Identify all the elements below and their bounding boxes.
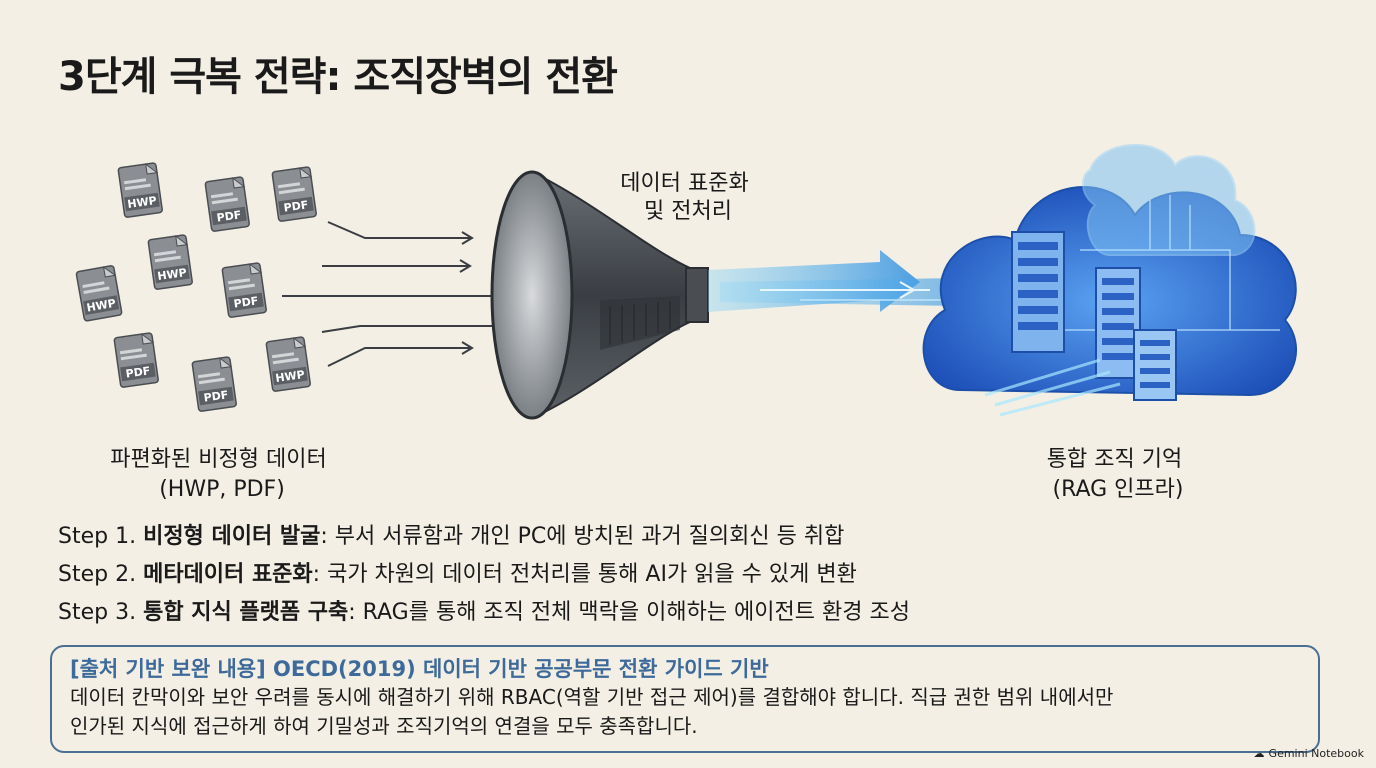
data-flow-arrows <box>708 250 1010 318</box>
document-type-label: HWP <box>86 297 117 315</box>
gemini-logo-icon: ☁ <box>1253 747 1265 760</box>
page-title: 3단계 극복 전략: 조직장벽의 전환 <box>58 54 618 100</box>
document-type-label: PDF <box>203 388 229 404</box>
document-icon: PDF <box>204 176 250 232</box>
document-icon: PDF <box>271 166 317 222</box>
source-note-box: [출처 기반 보완 내용] OECD(2019) 데이터 기반 공공부문 전환 … <box>50 645 1320 753</box>
funnel-label: 데이터 표준화 및 전처리 <box>620 171 755 224</box>
steps-list: Step 1. 비정형 데이터 발굴: 부서 서류함과 개인 PC에 방치된 과… <box>58 518 910 632</box>
input-arrow <box>327 221 470 239</box>
document-icon: HWP <box>117 162 163 218</box>
document-icon: PDF <box>191 356 237 412</box>
source-note-line: 데이터 칸막이와 보안 우려를 동시에 해결하기 위해 RBAC(역할 기반 접… <box>70 685 1114 709</box>
step-prefix: Step 3. <box>58 600 137 625</box>
funnel-icon <box>490 170 709 420</box>
step-heading: 비정형 데이터 발굴 <box>143 524 321 549</box>
document-type-label: PDF <box>125 364 151 380</box>
document-icon: HWP <box>147 234 193 290</box>
document-icon: HWP <box>265 336 311 392</box>
step-heading: 통합 지식 플랫폼 구축 <box>143 600 349 625</box>
document-type-label: HWP <box>157 266 188 283</box>
watermark-text: Gemini Notebook <box>1268 747 1364 760</box>
document-icon: PDF <box>221 262 267 318</box>
input-arrow-head <box>461 341 474 355</box>
strategy-diagram: HWP PDF PDF HWP HWP <box>75 144 1297 502</box>
document-icon: PDF <box>113 332 159 388</box>
input-arrow-head <box>461 231 474 245</box>
documents-group: HWP PDF PDF HWP HWP <box>75 162 317 412</box>
source-note-title: [출처 기반 보완 내용] OECD(2019) 데이터 기반 공공부문 전환 … <box>70 657 769 681</box>
watermark: ☁ Gemini Notebook <box>1254 747 1364 760</box>
step-text: : 국가 차원의 데이터 전처리를 통해 AI가 읽을 수 있게 변환 <box>312 562 857 587</box>
document-icon: HWP <box>75 265 123 322</box>
document-type-label: HWP <box>275 368 306 385</box>
cloud-icon <box>922 144 1297 417</box>
input-arrow <box>327 347 470 367</box>
step-prefix: Step 2. <box>58 562 137 587</box>
step-item: Step 1. 비정형 데이터 발굴: 부서 서류함과 개인 PC에 방치된 과… <box>58 518 910 556</box>
source-note-line: 인가된 지식에 접근하게 하여 기밀성과 조직기억의 연결을 모두 충족합니다. <box>70 714 698 738</box>
input-arrow-head <box>459 259 472 273</box>
document-type-label: PDF <box>233 294 259 310</box>
step-heading: 메타데이터 표준화 <box>143 562 313 587</box>
document-type-label: HWP <box>127 194 158 211</box>
input-arrow <box>321 325 540 333</box>
server-rack-icon <box>1095 267 1141 379</box>
input-arrows <box>282 221 544 367</box>
step-prefix: Step 1. <box>58 524 137 549</box>
server-rack-icon <box>1011 231 1065 353</box>
left-label: 파편화된 비정형 데이터 (HWP, PDF) <box>110 447 333 502</box>
step-item: Step 3. 통합 지식 플랫폼 구축: RAG를 통해 조직 전체 맥락을 … <box>58 594 910 632</box>
step-item: Step 2. 메타데이터 표준화: 국가 차원의 데이터 전처리를 통해 AI… <box>58 556 910 594</box>
document-type-label: PDF <box>283 198 309 214</box>
step-text: : RAG를 통해 조직 전체 맥락을 이해하는 에이전트 환경 조성 <box>348 600 910 625</box>
step-text: : 부서 서류함과 개인 PC에 방치된 과거 질의회신 등 취합 <box>320 524 845 549</box>
right-label: 통합 조직 기억 (RAG 인프라) <box>1047 447 1189 502</box>
document-type-label: PDF <box>216 208 242 224</box>
server-rack-icon <box>1133 329 1177 401</box>
